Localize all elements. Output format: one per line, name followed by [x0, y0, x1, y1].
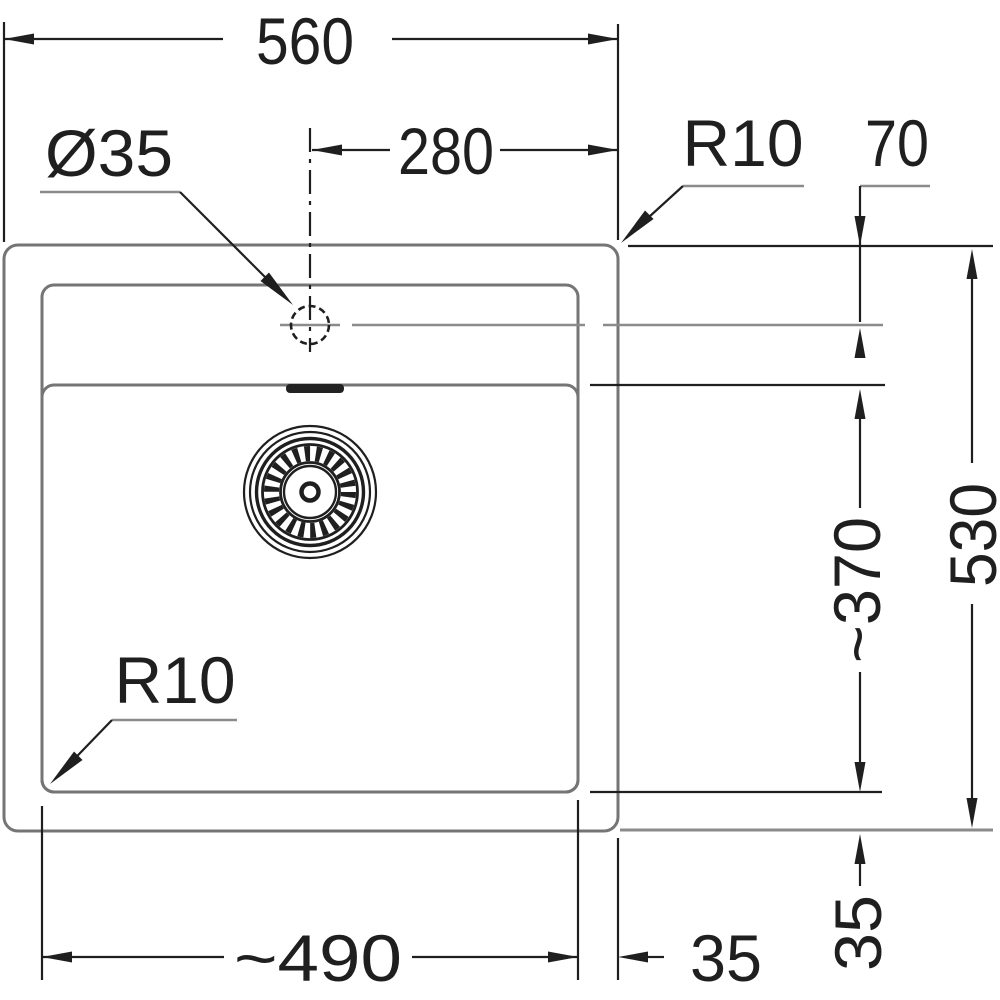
right-extension-lines: [352, 244, 993, 832]
sink-outlines: [2, 243, 620, 833]
leader-radius-top: [616, 184, 804, 248]
dim-bowl-depth-label: ~370: [820, 517, 894, 663]
radius-top-label: R10: [683, 106, 804, 180]
drain-ring-5: [279, 461, 341, 523]
overflow-slot: [286, 384, 344, 393]
faucet-hole: [280, 128, 340, 352]
dim-overall-width-label: 560: [256, 4, 354, 78]
radius-bowl-label: R10: [115, 643, 236, 717]
leader-radius-bowl: [45, 718, 237, 789]
dim-bowl-width-and-right-offset: [40, 800, 664, 980]
dim-bowl-depth: [854, 389, 866, 792]
faucet-diameter-label: Ø35: [45, 116, 173, 190]
outer-rim-outline: [2, 243, 620, 833]
drain-ring-outer: [242, 424, 378, 560]
drain-ring-4: [261, 443, 359, 541]
dim-right-offset-label: 35: [690, 921, 762, 995]
drain-strainer: [242, 424, 378, 560]
dim-center-offset: [312, 144, 618, 156]
dim-bowl-to-bottom-edge: [854, 834, 866, 886]
dim-top-to-faucet-label: 70: [865, 106, 929, 180]
drain-center-hole: [299, 481, 321, 503]
dim-bottom-offset-label: 35: [821, 895, 895, 971]
drain-ring-6: [282, 464, 338, 520]
dim-overall-width: [2, 22, 620, 242]
dim-overall-depth-label: 530: [936, 483, 1000, 587]
leader-faucet-diameter: [40, 190, 298, 310]
dim-bowl-width-label: ~490: [234, 921, 402, 995]
dimension-labels: 560 280 Ø35 R10 70 R10 ~490 35 ~370 530 …: [45, 4, 1000, 995]
dim-center-offset-label: 280: [398, 114, 494, 188]
dim-overall-depth: [966, 249, 978, 828]
dim-top-to-faucet: [854, 184, 930, 358]
drain-crown-slots: [264, 446, 356, 538]
drain-ring-3: [254, 436, 366, 548]
drain-ring-2: [248, 430, 372, 554]
